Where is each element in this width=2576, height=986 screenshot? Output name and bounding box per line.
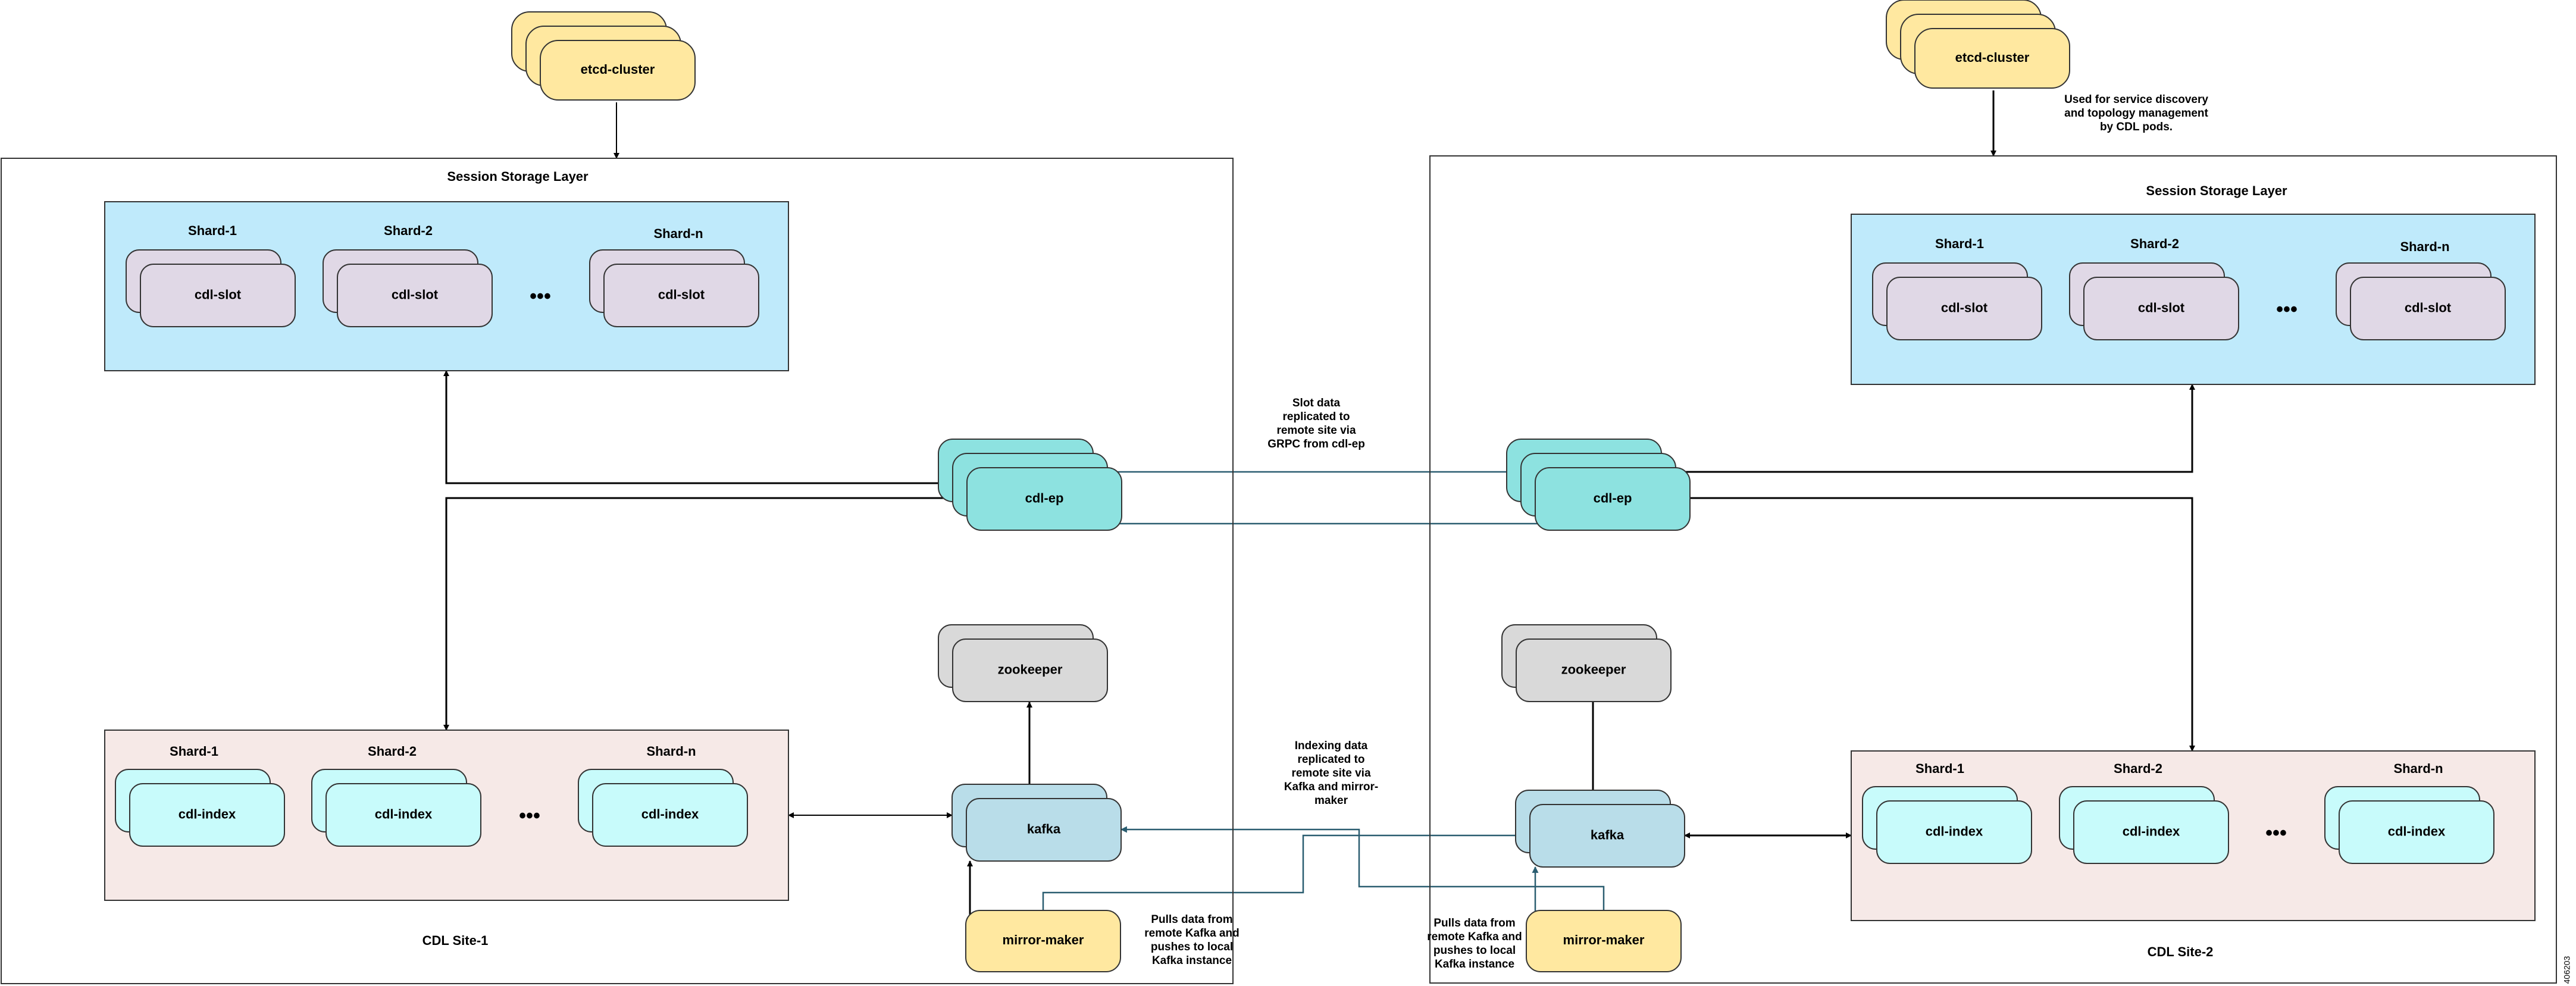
cdl-index-card-layer (592, 783, 748, 847)
index-replication-note-line: Kafka and mirror- (1284, 781, 1378, 793)
zookeeper-label: zookeeper (1561, 662, 1626, 677)
session-storage-title: Session Storage Layer (2146, 183, 2287, 198)
cdl-slot-card-layer (337, 264, 493, 327)
zookeeper-label: zookeeper (998, 662, 1063, 677)
pull-note-site2-line: pushes to local (1433, 944, 1516, 957)
ep-to-slot-site1 (443, 370, 967, 484)
mirror-maker-label: mirror-maker (1563, 932, 1645, 947)
ep-to-index-site1 (443, 497, 967, 731)
etcd-cluster-label: etcd-cluster (581, 62, 655, 77)
etcd-note-line: by CDL pods. (2100, 121, 2173, 133)
mirror1-pull-to-kafka2 (1042, 832, 1531, 910)
shard-label: Shard-n (653, 226, 703, 241)
cdl-index-card-layer (2339, 800, 2494, 864)
ep-to-index-site2 (1676, 497, 2195, 752)
cdl-index-label: cdl-index (375, 806, 433, 821)
slot-replication-note-line: replicated to (1283, 411, 1350, 423)
mirror-maker-site2 (1526, 910, 1682, 972)
cdl-slot-card-layer (603, 264, 759, 327)
zookeeper-site1-layer (952, 638, 1108, 702)
index-replication-note-line: replicated to (1298, 753, 1365, 766)
pull-note-site1-line: Kafka instance (1152, 954, 1232, 967)
cdl-index-label: cdl-index (179, 806, 236, 821)
cdl-index-card-layer (325, 783, 481, 847)
cdl-ep-label: cdl-ep (1594, 490, 1632, 505)
cdl-ep-site2-layer (1535, 467, 1691, 531)
cdl-slot-label: cdl-slot (2138, 300, 2185, 315)
cdl-index-label: cdl-index (2388, 824, 2446, 838)
cdl-slot-label: cdl-slot (392, 287, 439, 302)
shard-label: Shard-n (2400, 239, 2449, 254)
shard-label: Shard-2 (368, 744, 417, 759)
site-1-container (1, 158, 1234, 984)
index-replication-note-line: Indexing data (1295, 740, 1368, 752)
cdl-slot-card-layer (140, 264, 296, 327)
etcd-cluster-label: etcd-cluster (1955, 50, 2030, 65)
cdl-slot-card-layer (2350, 277, 2506, 340)
kafka-site1-layer (966, 798, 1122, 862)
mirror2-pull-to-kafka1 (1120, 826, 1605, 910)
index-replication-note-line: remote site via (1291, 767, 1370, 780)
mirror-maker-label: mirror-maker (1003, 932, 1084, 947)
pull-note-site1-line: pushes to local (1151, 941, 1233, 953)
zookeeper-site2-layer (1516, 638, 1672, 702)
ep-to-slot-site2 (1676, 384, 2195, 473)
site-2-label: CDL Site-2 (2148, 944, 2214, 959)
shard-label: Shard-1 (188, 223, 237, 238)
figure-id: 406203 (2562, 956, 2572, 984)
site-2-container (1429, 155, 2557, 984)
cdl-index-card-layer (2073, 800, 2229, 864)
shard-label: Shard-2 (2130, 236, 2179, 251)
cdl-index-card-layer (129, 783, 285, 847)
etcd-cluster-site1-layer (540, 40, 696, 101)
pull-note-site2-line: Pulls data from (1433, 917, 1515, 929)
cdl-slot-label: cdl-slot (2405, 300, 2452, 315)
cdl-index-label: cdl-index (641, 806, 699, 821)
cdl-slot-card-layer (1886, 277, 2042, 340)
slot-replication-note-line: GRPC from cdl-ep (1267, 438, 1365, 450)
cdl-index-label: cdl-index (2123, 824, 2180, 838)
kafka-label: kafka (1591, 827, 1625, 842)
etcd-note-line: Used for service discovery (2064, 93, 2208, 106)
ellipsis: ••• (2265, 822, 2287, 844)
shard-label: Shard-n (646, 744, 696, 759)
pull-note-site2-line: remote Kafka and (1427, 931, 1522, 943)
cdl-slot-card-layer (2083, 277, 2239, 340)
cdl-index-label: cdl-index (1926, 824, 1983, 838)
shard-label: Shard-1 (1935, 236, 1984, 251)
etcd-cluster-site2-layer (1914, 28, 2070, 89)
shard-label: Shard-1 (170, 744, 218, 759)
index-replication-note-line: maker (1314, 794, 1348, 807)
etcd-note-line: and topology management (2064, 107, 2208, 120)
connectors (443, 90, 2195, 928)
ellipsis: ••• (2276, 298, 2298, 321)
slot-replication-note-line: Slot data (1292, 397, 1341, 409)
site-1-label: CDL Site-1 (422, 933, 489, 948)
shard-label: Shard-2 (384, 223, 433, 238)
cdl-slot-label: cdl-slot (1941, 300, 1988, 315)
pull-note-site1-line: Pulls data from (1151, 913, 1232, 926)
pull-note-site2-line: Kafka instance (1435, 958, 1514, 971)
shard-label: Shard-1 (1915, 761, 1964, 776)
ellipsis: ••• (530, 285, 551, 308)
cdl-slot-label: cdl-slot (658, 287, 705, 302)
cdl-slot-label: cdl-slot (195, 287, 242, 302)
ellipsis: ••• (519, 805, 540, 827)
cdl-index-card-layer (1876, 800, 2032, 864)
kafka-label: kafka (1027, 821, 1061, 836)
session-storage-title: Session Storage Layer (447, 169, 589, 184)
cdl-ep-label: cdl-ep (1025, 490, 1064, 505)
shard-label: Shard-n (2393, 761, 2443, 776)
slot-replication-note-line: remote site via (1276, 424, 1356, 437)
cdl-ep-site1-layer (966, 467, 1122, 531)
shard-label: Shard-2 (2114, 761, 2162, 776)
kafka-site2-layer (1529, 804, 1685, 868)
pull-note-site1-line: remote Kafka and (1144, 927, 1239, 940)
mirror-maker-site1 (965, 910, 1121, 972)
